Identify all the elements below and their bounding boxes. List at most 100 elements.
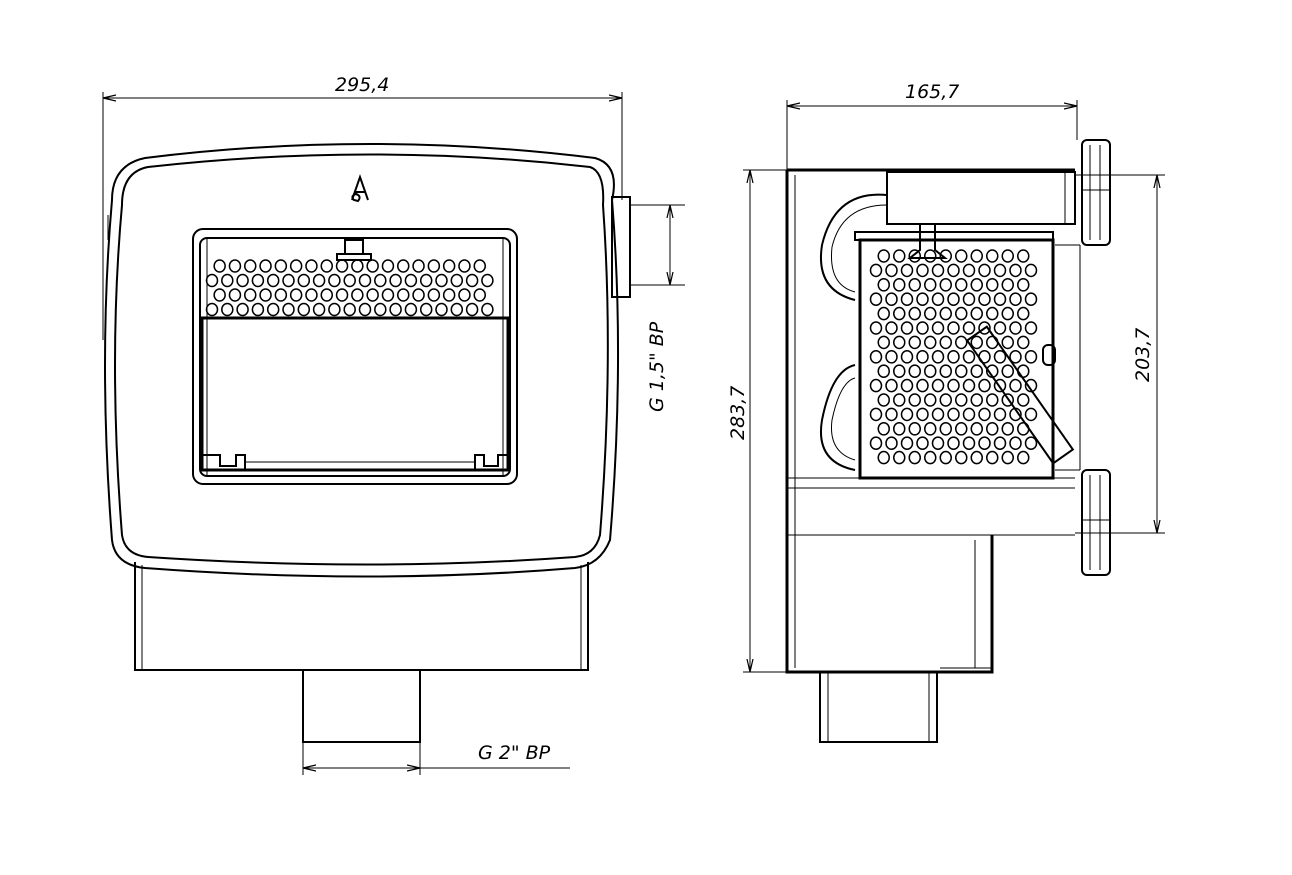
total-height-dimension: 283,7 [727, 169, 787, 673]
perforation-hole [924, 422, 937, 436]
perforation-hole [885, 321, 898, 335]
perforation-hole [986, 422, 999, 436]
perforation-hole [986, 249, 999, 263]
perforation-hole [236, 273, 249, 288]
side-flange [1079, 139, 1111, 576]
perforation-hole [962, 407, 976, 422]
perforation-hole [877, 335, 890, 350]
perforation-hole [924, 364, 937, 379]
perforation-hole [924, 450, 937, 465]
perforation-hole [955, 278, 968, 292]
perforation-hole [1001, 278, 1014, 292]
perforation-hole [374, 302, 387, 317]
perforation-hole [955, 422, 968, 436]
perforation-hole [343, 302, 356, 317]
perforation-hole [931, 378, 945, 393]
perforation-hole [877, 393, 890, 407]
perforation-hole [1001, 335, 1014, 350]
perforation-hole [939, 364, 952, 379]
perforation-hole [931, 350, 945, 364]
perforation-hole [908, 306, 921, 321]
perforation-hole [312, 273, 326, 288]
perforation-hole [312, 302, 326, 317]
perforation-hole [931, 436, 945, 451]
side-basket [854, 225, 1080, 480]
perforation-hole [1001, 422, 1014, 436]
front-shell [102, 143, 620, 578]
side-top-box [886, 171, 1076, 225]
perforation-hole [993, 436, 1007, 451]
perforation-hole [305, 288, 318, 302]
perforation-hole [244, 259, 257, 273]
perforation-hole [1024, 436, 1038, 451]
perforation-hole [473, 259, 486, 273]
perforation-hole [947, 436, 960, 451]
perforation-hole [1001, 450, 1014, 465]
perforation-hole [978, 263, 991, 278]
perforation-hole [366, 259, 379, 273]
perforation-hole [305, 259, 318, 273]
perforation-hole [481, 302, 494, 317]
perforation-hole [916, 378, 929, 393]
perforation-hole [900, 407, 914, 422]
perforation-hole [1024, 378, 1038, 393]
perforation-hole [893, 422, 906, 436]
perforation-hole [893, 364, 906, 379]
perforation-hole [358, 273, 372, 288]
perforation-hole [885, 378, 898, 393]
perforation-hole [320, 259, 333, 273]
perforation-hole [404, 302, 418, 317]
perforation-hole [266, 302, 280, 317]
bottom-outlet-dimension-label: G 2" BP [478, 742, 551, 764]
side-view: 165,7 283,7 203,7 [727, 81, 1165, 743]
front-side-pipe [611, 196, 631, 298]
perforation-hole [908, 335, 921, 350]
perforation-hole [374, 273, 387, 288]
perforation-hole [1009, 292, 1022, 307]
perforation-hole [993, 378, 1007, 393]
perforation-hole [427, 259, 441, 273]
perforation-hole [993, 321, 1007, 335]
perforation-hole [869, 263, 883, 278]
perforation-hole [939, 422, 952, 436]
perforation-hole [397, 288, 410, 302]
perforation-hole [931, 407, 945, 422]
perforation-hole [1024, 321, 1038, 335]
perforation-hole [458, 259, 471, 273]
perforation-hole [1009, 436, 1022, 451]
perforation-hole [955, 335, 968, 350]
perforation-hole [282, 302, 295, 317]
perforation-hole [955, 249, 968, 263]
side-hoses [820, 193, 888, 471]
perforation-hole [389, 273, 402, 288]
perforation-hole [1009, 321, 1022, 335]
perforation-hole [450, 302, 464, 317]
perforation-hole [1001, 393, 1014, 407]
perforation-hole [993, 292, 1007, 307]
perforation-hole [924, 393, 937, 407]
perforation-hole [335, 259, 349, 273]
perforation-hole [970, 306, 983, 321]
perforation-hole [885, 407, 898, 422]
perforation-hole [343, 273, 356, 288]
perforation-hole [458, 288, 471, 302]
perforation-hole [877, 364, 890, 379]
perforation-hole [1017, 278, 1030, 292]
perforation-hole [412, 288, 425, 302]
perforation-hole [251, 273, 265, 288]
perforation-hole [885, 350, 898, 364]
perforation-hole [900, 292, 914, 307]
perforation-hole [970, 393, 983, 407]
depth-dimension: 165,7 [786, 81, 1078, 170]
perforation-hole [962, 378, 976, 393]
perforation-hole [939, 450, 952, 465]
perforation-hole [1009, 378, 1022, 393]
perforation-hole [412, 259, 425, 273]
perforation-hole [924, 306, 937, 321]
perforation-hole [465, 273, 479, 288]
perforation-hole [993, 350, 1007, 364]
perforation-hole [381, 259, 395, 273]
perforation-hole [970, 335, 983, 350]
perforation-hole [877, 249, 890, 263]
perforation-hole [335, 288, 349, 302]
